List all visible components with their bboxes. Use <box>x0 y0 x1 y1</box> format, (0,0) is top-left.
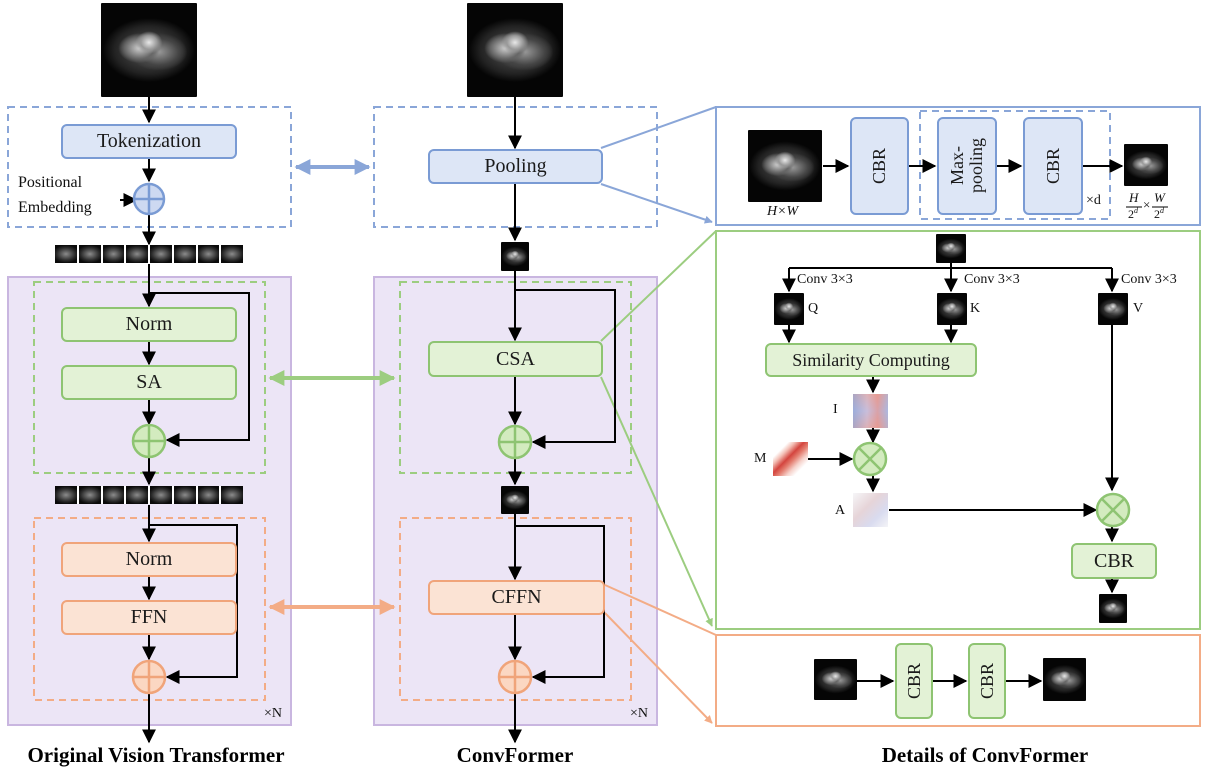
vit-norm-box-2: Norm <box>61 542 237 577</box>
conv-k-label: Conv 3×3 <box>964 272 1020 287</box>
vit-title: Original Vision Transformer <box>27 743 285 767</box>
pooling-box: Pooling <box>428 149 603 184</box>
csa-output-map <box>1099 594 1127 623</box>
sa-box: SA <box>61 365 237 400</box>
embedding-label: Embedding <box>18 199 92 216</box>
csa-cbr-box: CBR <box>1071 543 1157 579</box>
vit-ffn-add-node <box>131 659 167 695</box>
k-label: K <box>970 301 981 316</box>
cffn-cbr-box-1: CBR <box>895 643 933 719</box>
maxpool-box: Max-pooling <box>937 117 997 215</box>
vit-attention-frame <box>33 281 266 474</box>
output-w-denominator: 2d <box>1154 206 1164 221</box>
vit-norm-box-1: Norm <box>61 307 237 342</box>
cffn-box: CFFN <box>428 580 605 615</box>
cffn-output-image <box>1043 658 1086 701</box>
cffn-cbr-label-2: CBR <box>976 662 997 700</box>
m-label: M <box>754 451 767 466</box>
csa-v-map <box>1098 293 1128 325</box>
details-csa-flow <box>782 263 1119 594</box>
convformer-attention-add-node <box>497 424 533 460</box>
pooling-cbr-label-1: CBR <box>869 147 890 185</box>
convformer-ffn-add-node <box>497 659 533 695</box>
convformer-input-image <box>467 3 563 97</box>
similarity-computing-box: Similarity Computing <box>765 343 977 377</box>
cffn-cbr-label-1: CBR <box>903 662 924 700</box>
i-label: I <box>833 402 838 417</box>
csa-multiply-m-node <box>852 441 888 477</box>
v-label: V <box>1133 301 1144 316</box>
csa-box: CSA <box>428 341 603 377</box>
vit-attention-add-node <box>131 423 167 459</box>
maxpool-label: Max-pooling <box>947 138 986 194</box>
ffn-box: FFN <box>61 600 237 635</box>
maxpool-repeat-label: ×d <box>1086 193 1101 208</box>
mask-map-m <box>773 442 808 476</box>
output-h-denominator: 2d <box>1128 206 1138 221</box>
convformer-title: ConvFormer <box>456 743 574 767</box>
maxpool-label-line1: Max- <box>947 146 968 186</box>
similarity-map-i <box>853 394 888 428</box>
convformer-feature-map-1 <box>501 242 529 271</box>
pooling-cbr-label-2: CBR <box>1042 147 1063 185</box>
pooling-cbr-box-1: CBR <box>850 117 909 215</box>
pooling-input-image <box>748 130 822 202</box>
vit-token-strip-1 <box>55 245 243 263</box>
details-title: Details of ConvFormer <box>881 743 1089 767</box>
csa-multiply-v-node <box>1095 492 1131 528</box>
csa-q-map <box>774 293 804 325</box>
correspondence-arrows <box>268 159 396 615</box>
vit-repeat-label: ×N <box>264 706 283 721</box>
vit-input-image <box>101 3 197 97</box>
input-size-label: H×W <box>767 204 799 219</box>
convformer-feature-map-2 <box>501 486 529 514</box>
pooling-output-image <box>1124 144 1168 186</box>
conv-v-label: Conv 3×3 <box>1121 272 1177 287</box>
pooling-cbr-box-2: CBR <box>1023 117 1083 215</box>
convformer-repeat-label: ×N <box>630 706 649 721</box>
q-label: Q <box>808 301 819 316</box>
conv-q-label: Conv 3×3 <box>797 272 853 287</box>
cffn-input-image <box>814 659 857 700</box>
vit-positional-add-node <box>132 182 166 216</box>
convformer-attention-frame <box>399 281 632 474</box>
maxpool-label-line2: pooling <box>966 138 986 194</box>
tokenization-box: Tokenization <box>61 124 237 159</box>
csa-input-map <box>936 234 966 263</box>
vit-token-strip-2 <box>55 486 243 504</box>
output-h-numerator: H <box>1129 190 1139 205</box>
a-label: A <box>835 503 846 518</box>
csa-k-map <box>937 293 967 325</box>
output-w-numerator: W <box>1154 190 1165 205</box>
cffn-cbr-box-2: CBR <box>968 643 1006 719</box>
output-times: × <box>1143 197 1151 212</box>
positional-label: Positional <box>18 174 83 191</box>
zoom-connectors <box>600 106 717 724</box>
attention-map-a <box>853 493 888 527</box>
